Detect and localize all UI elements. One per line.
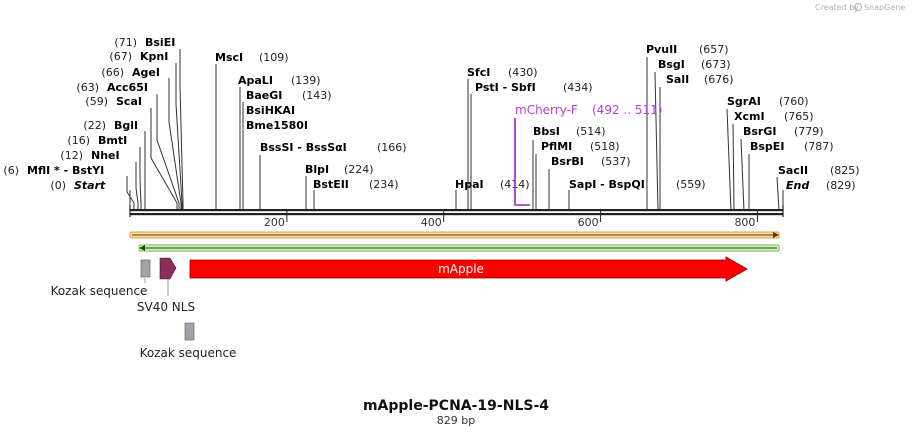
- site-label-sgrai: SgrAI: [727, 95, 761, 108]
- site-pos: (430): [508, 66, 538, 79]
- site-pos: (16): [67, 134, 90, 147]
- site-label-bmti: BmtI: [98, 134, 127, 147]
- primer-label: mCherry-F: [515, 103, 578, 117]
- site-pos: (6): [3, 164, 19, 177]
- orf-reverse[interactable]: [138, 244, 780, 252]
- site-pos: (779): [794, 125, 824, 138]
- site-label-bsteii: BstEII: [313, 178, 349, 191]
- site-pos: (514): [576, 125, 606, 138]
- site-pos: (825): [830, 164, 860, 177]
- site-pos: (139): [291, 74, 321, 87]
- sequence-length: 829 bp: [437, 414, 475, 427]
- feature-kozak-2[interactable]: Kozak sequence: [140, 322, 237, 360]
- site-label-sacii: SacII: [778, 164, 808, 177]
- ruler-ticks: 200 400 600 800: [264, 211, 758, 229]
- site-label-acc65i: Acc65I: [107, 81, 148, 94]
- site-label-start: Start: [74, 179, 106, 192]
- orf-forward-arrow-icon: [773, 232, 779, 238]
- site-pos: (234): [369, 178, 399, 191]
- site-label-psti-sbfi: PstI - SbfI: [475, 81, 536, 94]
- site-label-end: End: [786, 179, 809, 192]
- site-pos: (657): [699, 43, 729, 56]
- site-label-xcmi: XcmI: [734, 110, 765, 123]
- feature-label-kozak-1: Kozak sequence: [51, 284, 148, 298]
- site-label-pvuii: PvuII: [646, 43, 677, 56]
- primer-arrow: [514, 118, 530, 206]
- site-label-hpai: HpaI: [455, 178, 484, 191]
- feature-label-mapple: mApple: [438, 262, 484, 276]
- site-label-baegi: BaeGI: [246, 89, 282, 102]
- credit-text: Created by: [815, 3, 859, 12]
- site-label-apali: ApaLI: [238, 74, 273, 87]
- site-label-agei: AgeI: [132, 66, 160, 79]
- site-pos: (518): [590, 140, 620, 153]
- snapgene-credit: Created by SnapGene: [815, 3, 905, 12]
- site-label-bsgi: BsgI: [658, 58, 685, 71]
- credit-brand: SnapGene: [864, 3, 905, 12]
- ruler-tick-label: 600: [578, 216, 599, 229]
- site-pos: (787): [804, 140, 834, 153]
- site-label-kpni: KpnI: [140, 50, 168, 63]
- site-pos: (109): [259, 51, 289, 64]
- site-pos: (71): [114, 36, 137, 49]
- site-label-bspei: BspEI: [750, 140, 784, 153]
- site-pos: (166): [377, 141, 407, 154]
- orf-forward[interactable]: [129, 231, 780, 239]
- site-label-bgli: BglI: [114, 119, 138, 132]
- site-pos: (760): [779, 95, 809, 108]
- site-label-bsiei: BsiEI: [145, 36, 175, 49]
- site-pos: (537): [601, 155, 631, 168]
- site-pos: (22): [83, 119, 106, 132]
- site-label-bsssi: BssSI - BssSαI: [260, 141, 347, 154]
- site-label-mfli-bstyi: MflI * - BstYI: [27, 164, 104, 177]
- sequence-backbone: [129, 205, 784, 217]
- site-pos: (66): [101, 66, 124, 79]
- site-pos: (224): [344, 163, 374, 176]
- site-pos: (67): [109, 50, 132, 63]
- site-pos: (765): [784, 110, 814, 123]
- site-label-msci: MscI: [215, 51, 243, 64]
- ruler-tick-label: 400: [421, 216, 442, 229]
- site-label-sapi-bspqi: SapI - BspQI: [569, 178, 645, 191]
- snapgene-logo-icon: [854, 3, 862, 11]
- site-label-bsrgi: BsrGI: [743, 125, 776, 138]
- site-pos: (63): [76, 81, 99, 94]
- orf-reverse-arrow-icon: [139, 245, 145, 251]
- site-leader-lines: [126, 49, 784, 212]
- feature-sv40-nls[interactable]: SV40 NLS: [137, 257, 195, 314]
- feature-kozak-1[interactable]: Kozak sequence: [51, 259, 151, 298]
- site-pos: (143): [302, 89, 332, 102]
- feature-label-sv40-nls: SV40 NLS: [137, 300, 195, 314]
- site-label-pflmi: PflMI: [541, 140, 572, 153]
- site-label-scai: ScaI: [116, 95, 142, 108]
- site-label-sali: SalI: [666, 73, 689, 86]
- primer-mcherry-f[interactable]: mCherry-F (492 .. 511): [514, 103, 662, 206]
- site-label-bme1580i: Bme1580I: [246, 119, 308, 132]
- site-label-bsihkai: BsiHKAI: [246, 104, 295, 117]
- site-label-sfci: SfcI: [467, 66, 490, 79]
- site-label-nhei: NheI: [91, 149, 120, 162]
- ruler-tick-label: 800: [734, 216, 755, 229]
- feature-label-kozak-2: Kozak sequence: [140, 346, 237, 360]
- primer-range: (492 .. 511): [592, 103, 662, 117]
- site-pos: (434): [563, 81, 593, 94]
- site-label-bbsi: BbsI: [533, 125, 560, 138]
- site-pos: (559): [676, 178, 706, 191]
- site-pos: (829): [826, 179, 856, 192]
- site-pos: (12): [60, 149, 83, 162]
- sequence-title: mApple-PCNA-19-NLS-4: [363, 398, 549, 414]
- site-pos: (676): [704, 73, 734, 86]
- feature-mapple[interactable]: mApple: [189, 256, 748, 282]
- restriction-site-labels: (71) BsiEI (67) KpnI (66) AgeI (63) Acc6…: [3, 36, 859, 192]
- site-label-bsrbi: BsrBI: [551, 155, 584, 168]
- site-pos: (59): [85, 95, 108, 108]
- site-pos: (0): [50, 179, 66, 192]
- site-pos: (673): [701, 58, 731, 71]
- site-label-blpi: BlpI: [305, 163, 329, 176]
- ruler-tick-label: 200: [264, 216, 285, 229]
